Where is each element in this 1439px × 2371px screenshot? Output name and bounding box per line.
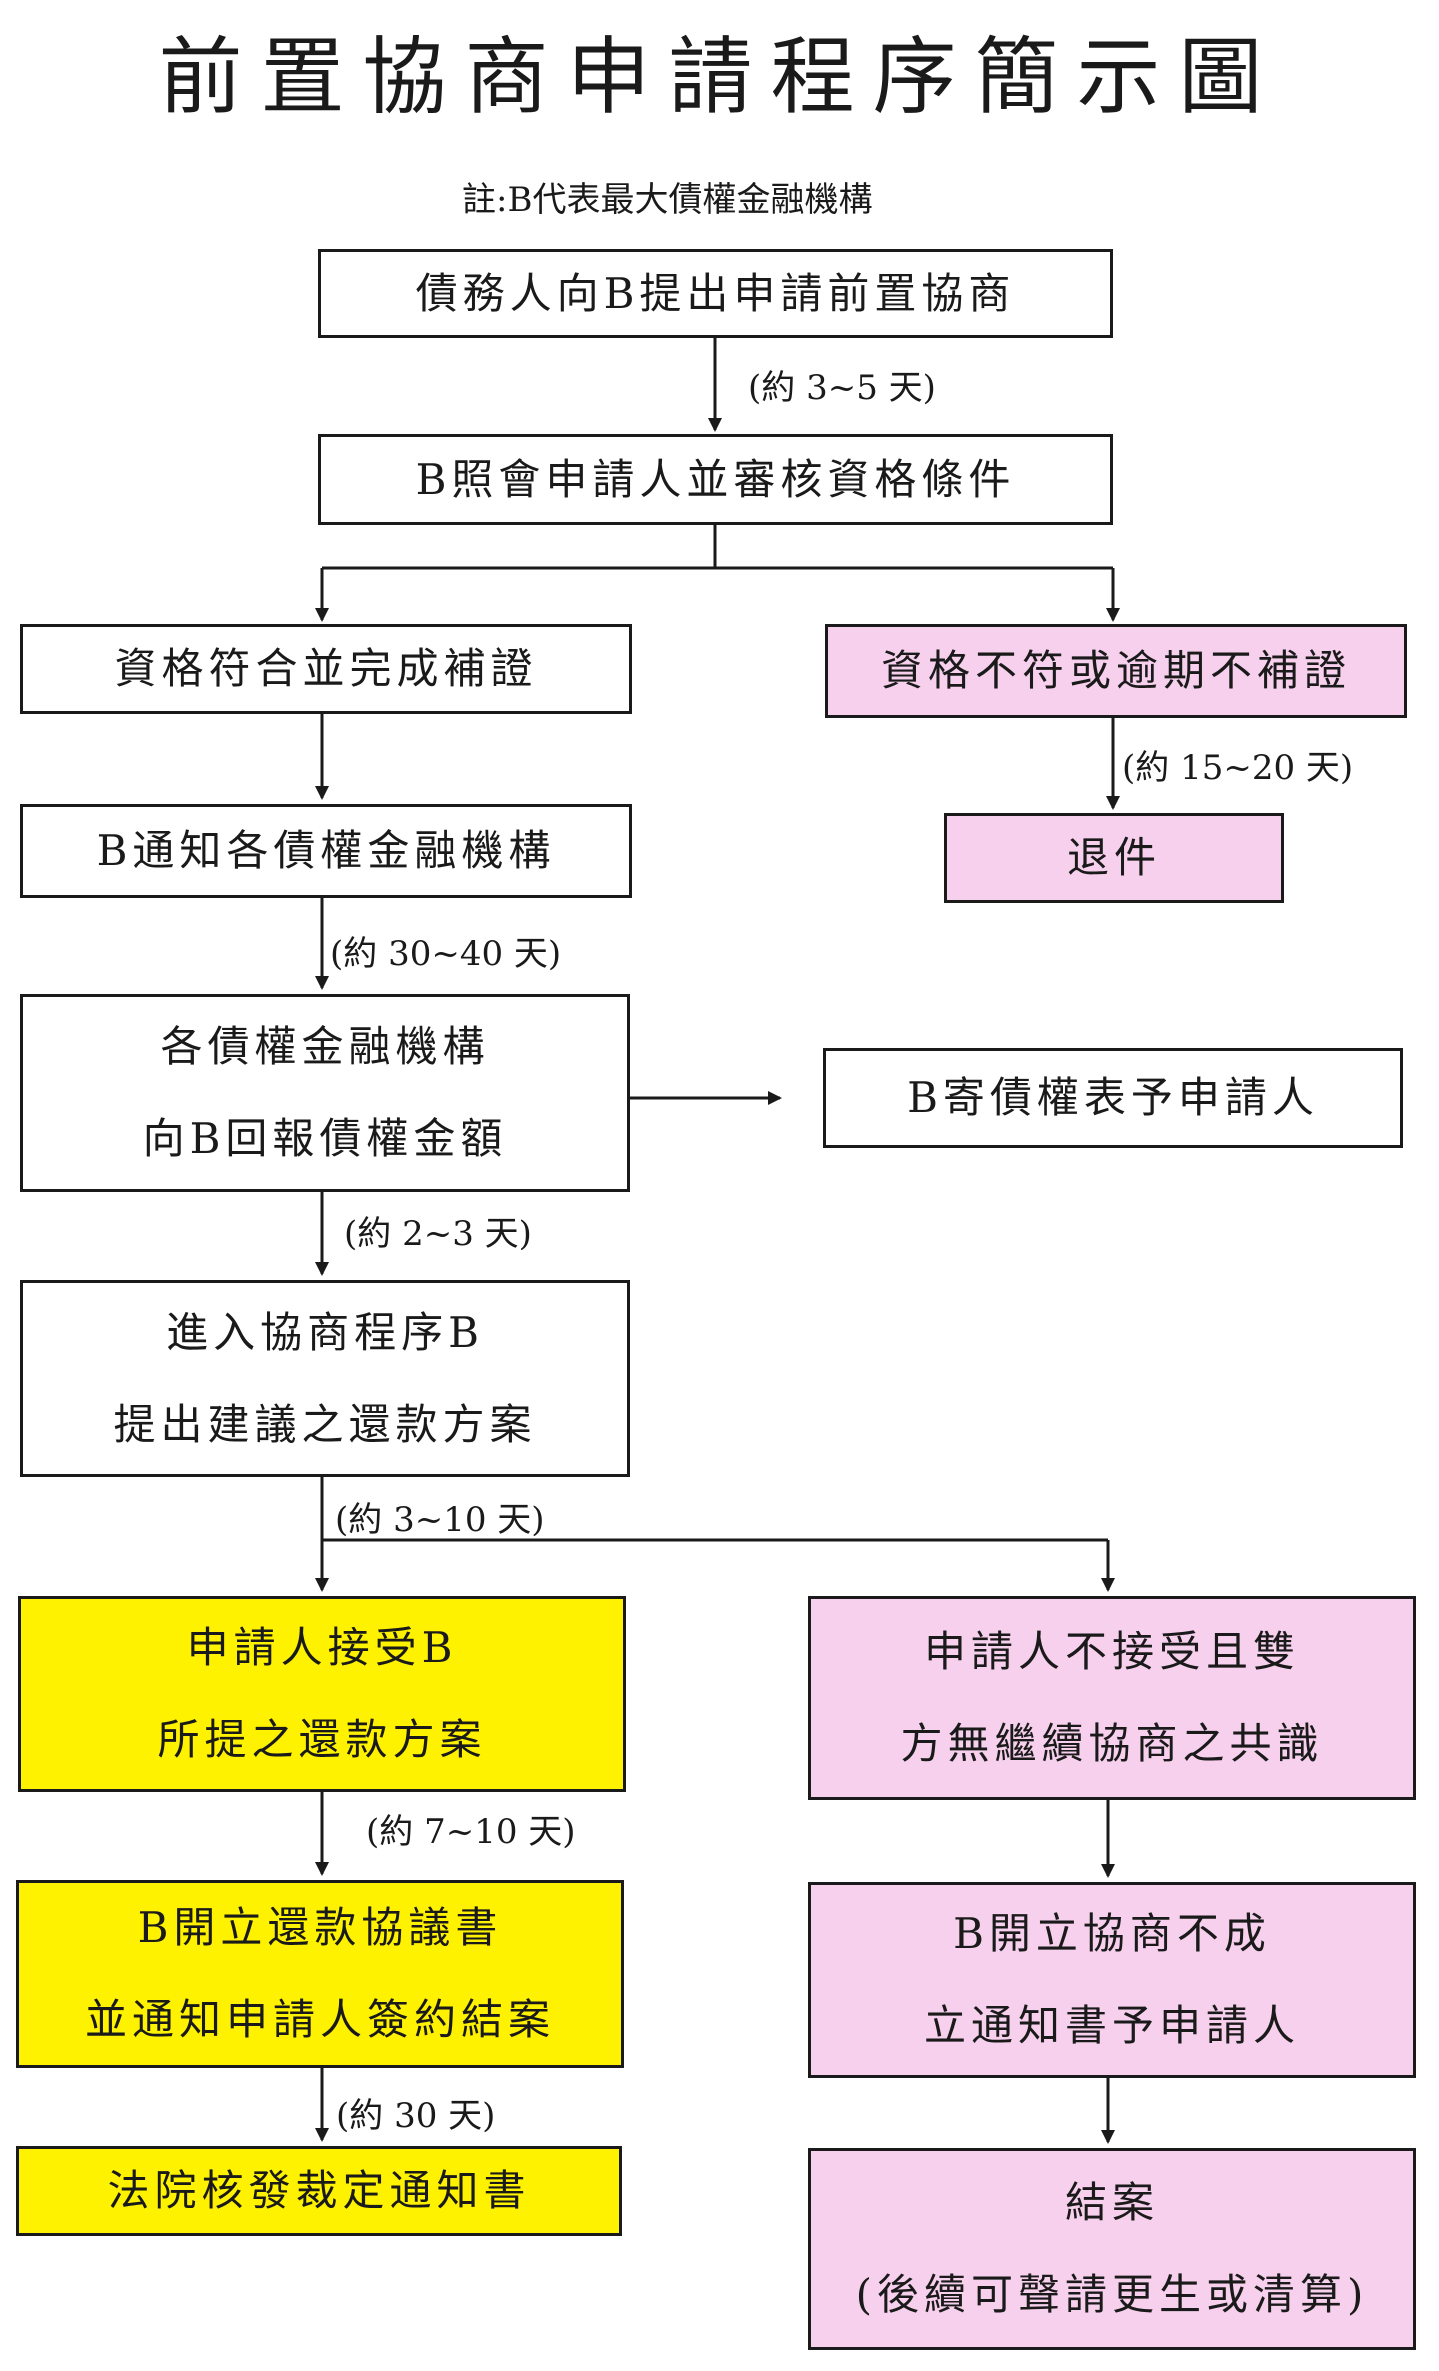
- node-negotiate: 進入協商程序B 提出建議之還款方案: [20, 1280, 630, 1477]
- node-report-line2: 向B回報債權金額: [142, 1114, 508, 1163]
- duration-label-1: (約 3~5 天): [748, 368, 936, 408]
- node-fail-notice-line1: B開立協商不成: [953, 1909, 1271, 1958]
- node-agreement: B開立還款協議書 並通知申請人簽約結案: [16, 1880, 624, 2068]
- node-apply-text: 債務人向B提出申請前置協商: [415, 268, 1016, 318]
- node-fail-notice-line2: 立通知書予申請人: [923, 2001, 1300, 2050]
- node-returned: 退件: [944, 813, 1284, 903]
- node-accept-line1: 申請人接受B: [186, 1623, 458, 1672]
- node-eligible: 資格符合並完成補證: [20, 624, 632, 714]
- node-send-table: B寄債權表予申請人: [823, 1048, 1403, 1148]
- legend-note: 註:B代表最大債權金融機構: [462, 180, 873, 220]
- duration-label-2: (約 15~20 天): [1122, 748, 1354, 788]
- duration-label-5: (約 3~10 天): [335, 1500, 545, 1540]
- node-report: 各債權金融機構 向B回報債權金額: [20, 994, 630, 1192]
- node-court: 法院核發裁定通知書: [16, 2146, 622, 2236]
- node-fail-notice: B開立協商不成 立通知書予申請人: [808, 1882, 1416, 2078]
- node-ineligible: 資格不符或逾期不補證: [825, 624, 1407, 718]
- node-notify-banks-text: B通知各債權金融機構: [96, 826, 556, 875]
- node-reject-line1: 申請人不接受且雙: [923, 1627, 1300, 1676]
- node-close: 結案 (後續可聲請更生或清算): [808, 2148, 1416, 2350]
- node-reject: 申請人不接受且雙 方無繼續協商之共識: [808, 1596, 1416, 1800]
- node-accept: 申請人接受B 所提之還款方案: [18, 1596, 626, 1792]
- duration-label-3: (約 30~40 天): [330, 934, 562, 974]
- node-review-text: B照會申請人並審核資格條件: [415, 454, 1016, 504]
- node-report-line1: 各債權金融機構: [160, 1022, 490, 1071]
- node-send-table-text: B寄債權表予申請人: [907, 1073, 1319, 1122]
- node-negotiate-line2: 提出建議之還款方案: [113, 1399, 537, 1449]
- node-reject-line2: 方無繼續協商之共識: [900, 1719, 1324, 1768]
- duration-label-7: (約 30 天): [336, 2096, 496, 2136]
- node-notify-banks: B通知各債權金融機構: [20, 804, 632, 898]
- node-court-text: 法院核發裁定通知書: [107, 2166, 531, 2215]
- duration-label-6: (約 7~10 天): [366, 1812, 576, 1852]
- page-title: 前置協商申請程序簡示圖: [158, 28, 1281, 126]
- node-apply: 債務人向B提出申請前置協商: [318, 249, 1113, 338]
- node-agreement-line1: B開立還款協議書: [137, 1903, 503, 1952]
- node-eligible-text: 資格符合並完成補證: [114, 644, 538, 693]
- node-close-line1: 結案: [1064, 2178, 1159, 2227]
- duration-label-4: (約 2~3 天): [344, 1214, 532, 1254]
- node-ineligible-text: 資格不符或逾期不補證: [880, 646, 1351, 695]
- node-agreement-line2: 並通知申請人簽約結案: [84, 1995, 555, 2044]
- node-negotiate-line1: 進入協商程序B: [166, 1307, 484, 1357]
- node-close-line2: (後續可聲請更生或清算): [855, 2270, 1369, 2319]
- node-returned-text: 退件: [1066, 833, 1161, 882]
- node-accept-line2: 所提之還款方案: [157, 1715, 487, 1764]
- node-review: B照會申請人並審核資格條件: [318, 434, 1113, 525]
